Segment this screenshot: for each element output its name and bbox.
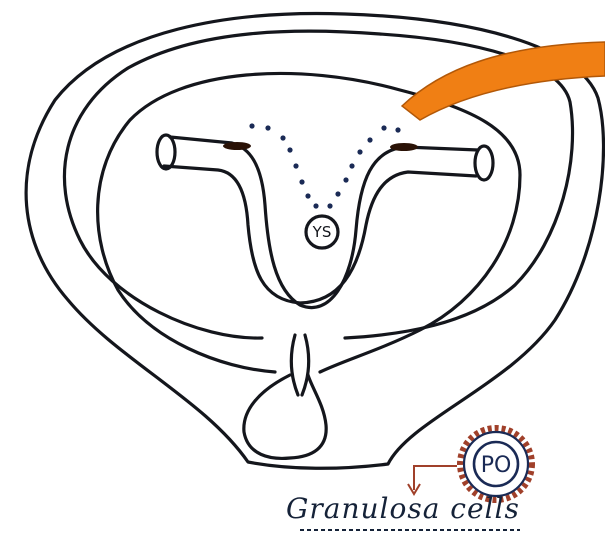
connecting-stalk-right [302, 335, 309, 395]
primordial-oocyte-label: PO [481, 453, 512, 478]
pointer-arrow [414, 466, 457, 490]
right-tube-mark [390, 143, 418, 151]
granulosa-cells-caption: Granulosa cells [286, 492, 520, 525]
right-tube-end [475, 146, 493, 180]
left-tube-end [157, 135, 175, 169]
teardrop-pouch [244, 375, 326, 458]
orange-band [402, 42, 605, 120]
dotted-lines [249, 123, 400, 208]
yolk-sac-label: YS [312, 223, 332, 241]
connecting-stalk-left [291, 335, 298, 395]
left-tube-mark [223, 142, 251, 150]
